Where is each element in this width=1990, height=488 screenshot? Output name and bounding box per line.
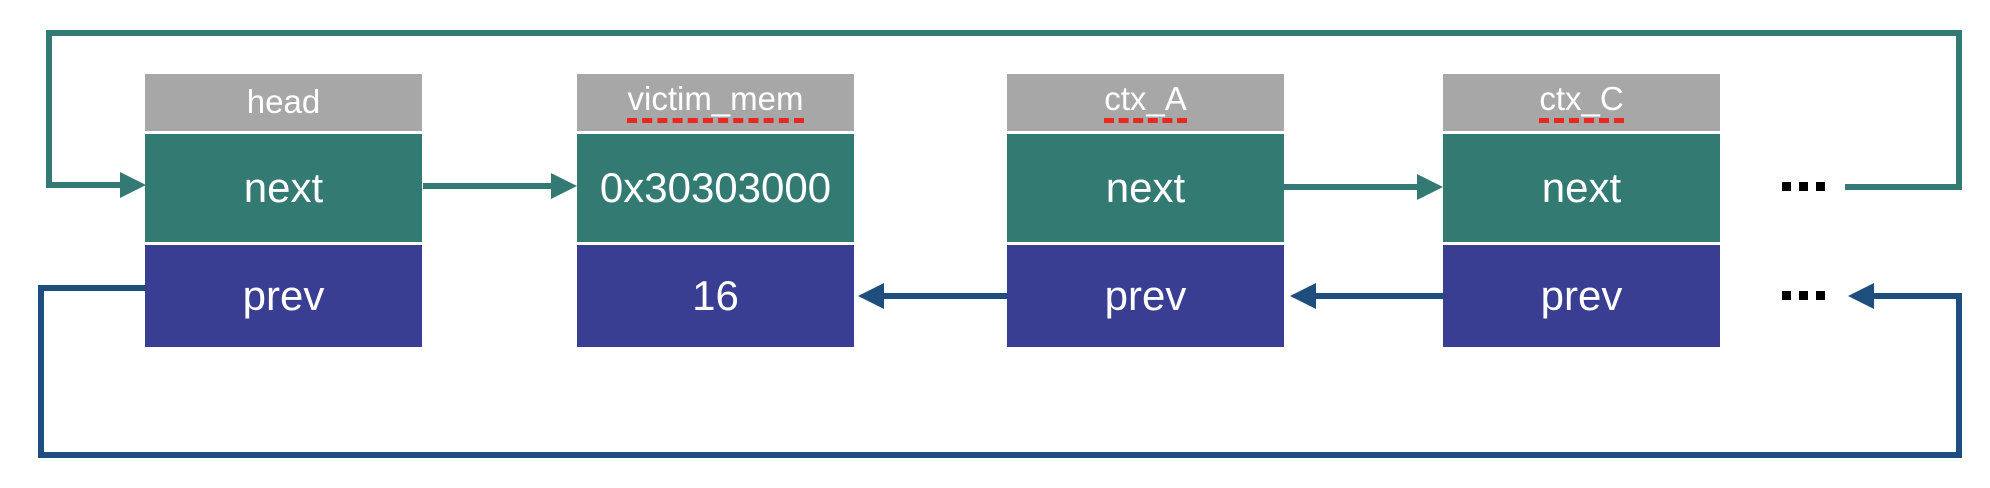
node-ctx-c-prev-field: prev: [1443, 245, 1720, 347]
node-ctx-a-next-field: next: [1007, 134, 1284, 242]
arrowhead-into-ctxa-prev-icon: [1290, 283, 1316, 309]
arrow-ctxa-prev-to-victim: [858, 283, 1007, 309]
arrow-ctxc-prev-to-ctxa: [1290, 283, 1443, 309]
arrowhead-into-tail-ellipsis-icon: [1848, 283, 1874, 309]
arrow-head-next-to-victim: [423, 173, 577, 199]
node-ctx-c-title: ctx_C: [1539, 81, 1624, 123]
node-ctx-c-next-field: next: [1443, 134, 1720, 242]
node-ctx-a-prev-field: prev: [1007, 245, 1284, 347]
arrowhead-into-ctxc-next-icon: [1417, 174, 1443, 200]
node-ctx-c-header: ctx_C: [1443, 74, 1720, 131]
node-ctx-c: ctx_C next prev: [1443, 74, 1720, 347]
node-head-prev-field: prev: [145, 245, 422, 347]
node-head-next-field: next: [145, 134, 422, 242]
loop-tail-next-to-head-line: [46, 30, 1962, 190]
node-victim-mem-title: victim_mem: [627, 81, 804, 123]
node-victim-mem-header: victim_mem: [577, 74, 854, 131]
node-ctx-a-prev-value: prev: [1104, 272, 1187, 319]
ellipsis-prev-row-icon: ...: [1782, 291, 1825, 300]
loop-head-prev-to-tail: [38, 283, 1962, 458]
node-head-header: head: [145, 74, 422, 131]
ellipsis-next-row-icon: ...: [1782, 182, 1825, 191]
node-victim-mem-prev-field: 16: [577, 245, 854, 347]
node-ctx-c-prev-value: prev: [1540, 272, 1623, 319]
node-head: head next prev: [145, 74, 422, 347]
loop-head-prev-to-tail-line: [38, 285, 1962, 458]
loop-tail-next-to-head: [46, 30, 1962, 198]
node-ctx-a-title: ctx_A: [1104, 81, 1187, 123]
node-head-title: head: [246, 83, 321, 121]
arrow-ctxa-next-to-ctxc: [1283, 174, 1443, 200]
node-victim-mem-prev-value: 16: [692, 272, 739, 319]
node-head-prev-value: prev: [242, 272, 325, 319]
arrowhead-into-head-next-icon: [120, 172, 146, 198]
node-victim-mem-next-field: 0x30303000: [577, 134, 854, 242]
arrowhead-into-victim-prev-icon: [858, 283, 884, 309]
node-victim-mem: victim_mem 0x30303000 16: [577, 74, 854, 347]
arrowhead-into-victim-next-icon: [551, 173, 577, 199]
node-ctx-a: ctx_A next prev: [1007, 74, 1284, 347]
node-ctx-a-header: ctx_A: [1007, 74, 1284, 131]
node-head-next-value: next: [243, 164, 324, 211]
node-ctx-a-next-value: next: [1105, 164, 1186, 211]
node-ctx-c-next-value: next: [1541, 164, 1622, 211]
node-victim-mem-next-value: 0x30303000: [599, 164, 832, 211]
